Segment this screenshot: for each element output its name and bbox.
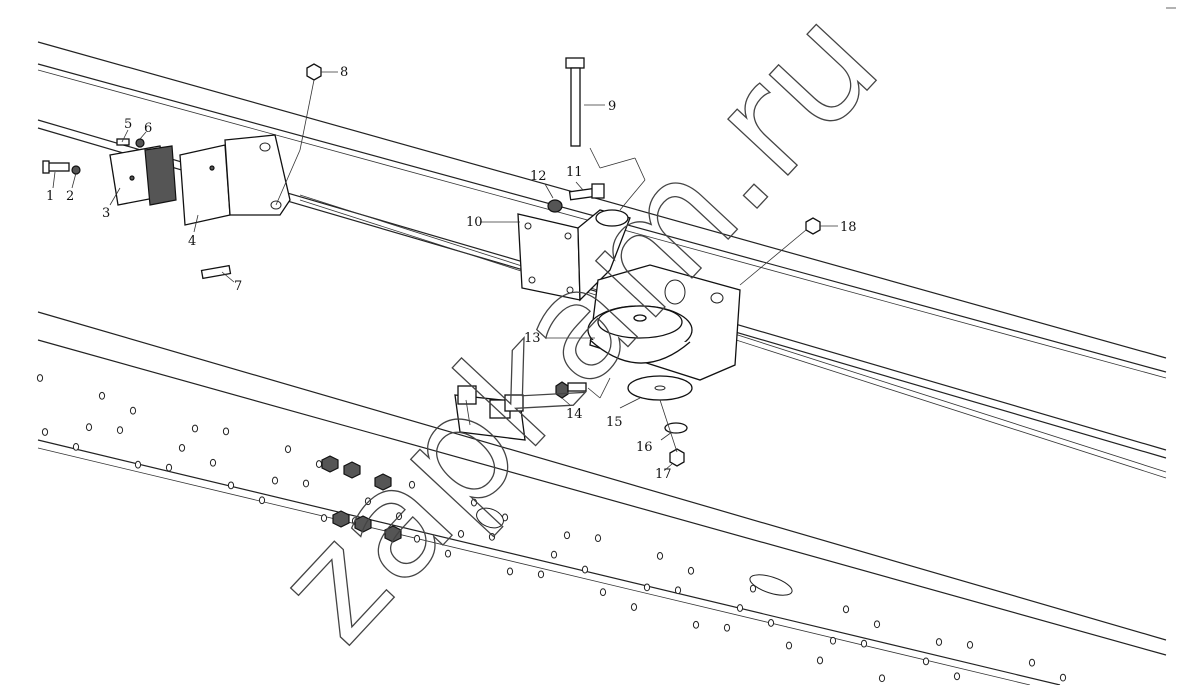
callout-17: 17 <box>655 467 672 482</box>
rail-nuts <box>321 455 402 543</box>
callout-16: 16 <box>636 440 653 455</box>
rail-hole <box>643 583 651 592</box>
callout-7: 7 <box>234 279 242 294</box>
frame-rail-holes <box>36 374 1067 683</box>
rail-hole <box>581 565 589 574</box>
callout-14: 14 <box>566 407 583 422</box>
rail-hole <box>41 428 49 436</box>
callout-13: 13 <box>524 331 541 346</box>
rail-oval-slot <box>749 574 793 596</box>
rail-hole <box>966 641 974 649</box>
lower-mount-bracket <box>454 385 526 441</box>
rail-hole <box>736 604 744 612</box>
rail-hole <box>953 672 961 681</box>
rail-hole <box>320 514 328 522</box>
callout-15: 15 <box>606 415 623 430</box>
rail-hole <box>749 584 757 593</box>
rail-hole <box>563 531 571 540</box>
rail-hole <box>134 460 142 469</box>
leader-lines <box>52 71 838 471</box>
rail-hole <box>922 657 930 666</box>
callout-8: 8 <box>340 65 348 80</box>
rail-hole <box>873 620 881 629</box>
callout-18: 18 <box>840 220 857 235</box>
rail-hole <box>444 549 452 558</box>
rail-hole <box>687 566 695 575</box>
rail-hole <box>935 638 943 646</box>
rail-hole <box>36 374 44 382</box>
rail-slot <box>476 507 504 529</box>
callout-labels: 1 2 3 4 5 6 7 8 9 10 11 12 13 14 15 16 1… <box>46 65 857 482</box>
rail-hole <box>191 424 199 433</box>
rail-hole <box>878 674 886 683</box>
rail-hole <box>692 620 700 629</box>
callout-5: 5 <box>124 117 132 132</box>
rail-hole <box>723 623 731 632</box>
rail-hole <box>209 458 217 467</box>
rail-hole <box>395 512 403 521</box>
rail-hole <box>178 443 186 452</box>
rail-hole <box>72 442 80 451</box>
rail-hole <box>85 423 93 432</box>
rail-hole <box>630 603 638 611</box>
rail-hole <box>98 391 106 400</box>
right-mount-assembly <box>517 57 821 467</box>
callout-9: 9 <box>608 99 616 114</box>
rail-hole <box>258 496 266 505</box>
rail-hole <box>656 552 664 560</box>
rail-hole <box>413 534 421 543</box>
rail-hole <box>284 445 292 454</box>
rail-hole <box>165 463 173 472</box>
rail-hole <box>550 550 558 559</box>
rail-hole <box>302 479 310 488</box>
callout-12: 12 <box>530 169 547 184</box>
rail-hole <box>129 406 137 415</box>
rail-hole <box>1059 673 1067 682</box>
callout-4: 4 <box>188 234 196 249</box>
rail-hole <box>842 605 850 614</box>
rail-hole <box>315 460 323 468</box>
rail-hole <box>829 636 837 645</box>
rail-hole <box>767 619 775 627</box>
rail-hole <box>271 476 279 485</box>
callout-11: 11 <box>566 165 583 180</box>
rail-hole <box>599 588 607 597</box>
rail-hole <box>860 639 868 648</box>
rail-hole <box>785 641 793 650</box>
callout-1: 1 <box>46 189 54 204</box>
rail-hole <box>594 534 602 543</box>
callout-2: 2 <box>66 189 74 204</box>
rail-hole <box>470 498 478 507</box>
rail-hole <box>1028 658 1036 667</box>
rail-hole <box>537 570 545 579</box>
callout-3: 3 <box>102 206 110 221</box>
rail-hole <box>227 481 235 490</box>
left-mount-assembly <box>42 134 291 280</box>
rail-hole <box>506 567 514 576</box>
rail-hole <box>222 427 230 436</box>
rail-hole <box>457 530 465 538</box>
rail-hole <box>408 480 416 489</box>
rail-hole <box>488 532 496 541</box>
rail-hole <box>674 586 682 595</box>
callout-10: 10 <box>466 215 483 230</box>
rail-hole <box>116 426 124 434</box>
callout-6: 6 <box>144 121 152 136</box>
nut-8 <box>306 63 322 81</box>
rail-hole <box>816 656 824 665</box>
rail-hole <box>364 497 372 506</box>
